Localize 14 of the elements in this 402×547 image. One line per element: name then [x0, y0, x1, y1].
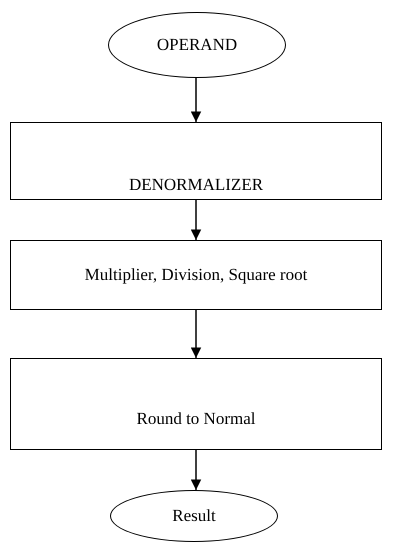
arrow	[190, 450, 202, 490]
process-box	[10, 240, 382, 310]
process-box	[10, 122, 382, 200]
terminal-ellipse	[110, 490, 278, 542]
node-label: Round to Normal	[136, 409, 256, 429]
node-label: Multiplier, Division, Square root	[84, 265, 308, 285]
arrow	[190, 200, 202, 240]
node-label: OPERAND	[156, 35, 238, 55]
process-box	[10, 358, 382, 450]
arrow	[190, 78, 202, 122]
arrow	[190, 310, 202, 358]
terminal-ellipse	[108, 12, 286, 78]
node-label: DENORMALIZER	[128, 175, 264, 195]
node-label: Result	[172, 506, 216, 526]
